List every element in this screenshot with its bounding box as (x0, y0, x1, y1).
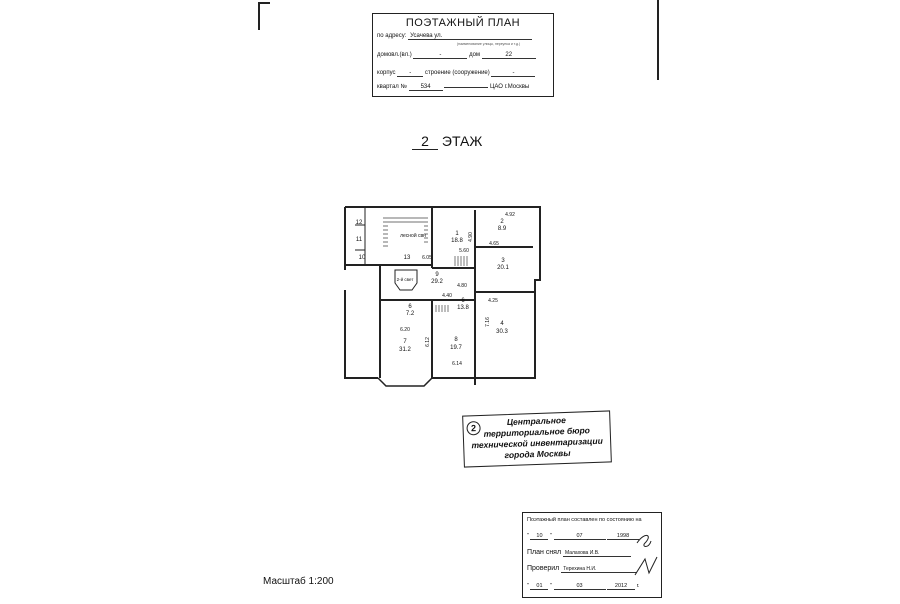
room-area: 30.3 (496, 329, 508, 335)
room-number: 2 (500, 219, 504, 225)
room-area: 29.2 (431, 279, 443, 285)
stair-label: лесной свн (400, 232, 426, 239)
floor-heading: 2 ЭТАЖ (412, 133, 482, 150)
page-edge (657, 0, 659, 80)
domovl-value: - (413, 52, 468, 59)
floor-number: 2 (412, 133, 438, 150)
room-area: 31.2 (399, 347, 411, 353)
room-number: 9 (435, 272, 439, 278)
room-number: 10 (359, 255, 366, 261)
address-value: Усачева ул. (408, 33, 533, 40)
date1-year: 1998 (607, 533, 640, 540)
year-suffix: г. (636, 583, 640, 589)
address-note: (наименование улицы, переулка и т.д.) (457, 42, 521, 46)
room-number: 13 (404, 255, 411, 261)
room-number: 3 (501, 258, 505, 264)
plan-walls (344, 206, 541, 387)
address-label: по адресу: (377, 33, 407, 39)
dimension: 7.16 (485, 317, 491, 327)
domovl-label: домовл.(вл.) (377, 52, 412, 58)
page-edge (258, 2, 260, 30)
room-area: 18.8 (451, 238, 463, 244)
room-area: 19.7 (450, 345, 462, 351)
kvartal-label: квартал № (377, 84, 407, 90)
room-number: 11 (356, 237, 363, 243)
room-area: 20.1 (497, 265, 509, 271)
plan-title: ПОЭТАЖНЫЙ ПЛАН (405, 17, 521, 29)
certification-title: Поэтажный план составлен по состоянию на (527, 517, 642, 523)
surveyed-label: План снял (527, 549, 562, 556)
dimension: 6.14 (452, 361, 462, 367)
room-number: 8 (454, 337, 458, 343)
stairs (383, 217, 468, 312)
dimension: 4.92 (505, 212, 515, 218)
title-block: ПОЭТАЖНЫЙ ПЛАН по адресу: Усачева ул. (н… (372, 13, 554, 97)
date1-day: 10 (530, 533, 549, 540)
dom-label: дом (469, 52, 481, 58)
page-edge (258, 2, 270, 4)
dimension: 6.12 (425, 337, 431, 347)
dimension: 4.40 (442, 293, 452, 299)
date2-month: 03 (553, 583, 606, 590)
room-number: 6 (461, 298, 465, 304)
korpus-value: - (397, 70, 424, 77)
room-area: 8.9 (498, 226, 507, 232)
second-light-label: 2-й свет (397, 276, 414, 282)
scale-label: Масштаб 1:200 (263, 576, 334, 587)
dimension: 4.25 (488, 298, 498, 304)
room-number: 1 (455, 231, 459, 237)
dimension: 4.90 (468, 232, 474, 242)
room-number: 4 (500, 321, 504, 327)
surveyed-by: Малахова И.В. (563, 550, 632, 557)
bti-stamp: 2 Центральное территориальное бюро техни… (462, 410, 612, 468)
certification-block: Поэтажный план составлен по состоянию на… (522, 512, 662, 598)
dimension: 4.80 (457, 283, 467, 289)
dimension: 5.60 (459, 248, 469, 254)
date2-year: 2012 (607, 583, 636, 590)
district: ЦАО г.Москвы (489, 84, 530, 90)
room-number: 6 (408, 304, 412, 310)
dimension: 6.20 (400, 327, 410, 333)
dimension: 6.05 (422, 255, 432, 261)
room-area: 7.2 (406, 311, 415, 317)
dom-value: 22 (481, 52, 536, 59)
checked-by: Терехина Н.И. (561, 566, 638, 573)
kvartal-value: 534 (408, 84, 443, 91)
dimension: 4.65 (489, 241, 499, 247)
date2-day: 01 (530, 583, 549, 590)
date1-month: 07 (553, 533, 606, 540)
room-area: 13.8 (457, 305, 469, 311)
room-number: 12 (356, 220, 363, 226)
stroenie-label: строение (сооружение) (424, 70, 490, 76)
floor-label: ЭТАЖ (441, 133, 483, 149)
stroenie-value: - (491, 70, 536, 77)
korpus-label: корпус (377, 70, 396, 76)
checked-label: Проверил (527, 565, 560, 572)
room-number: 7 (403, 339, 407, 345)
signature (634, 535, 658, 576)
